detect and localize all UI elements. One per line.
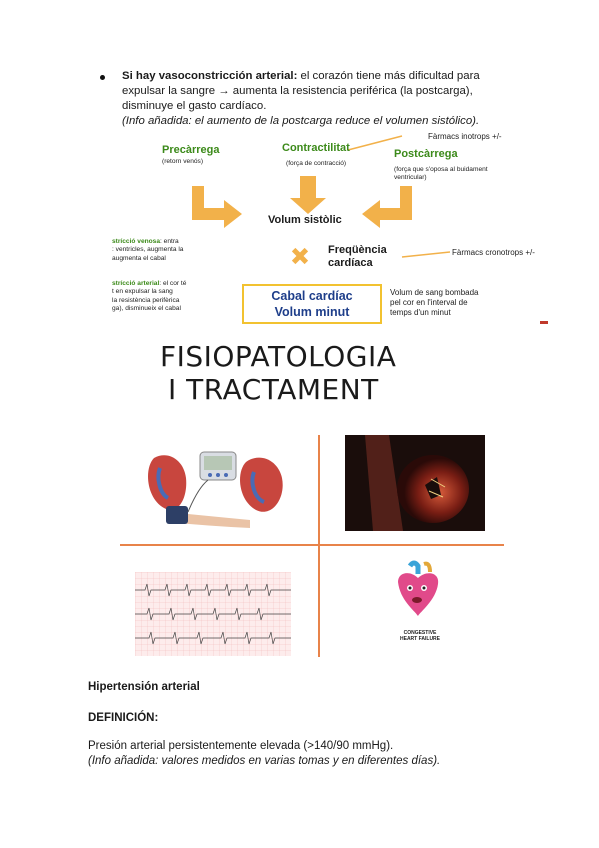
definition-label: DEFINICIÓN: [88, 712, 159, 724]
volum-sang-line2: pel cor en l'interval de [390, 298, 468, 307]
inotrop-pointer-line [347, 135, 403, 151]
bullet-paragraph: Si hay vasoconstricción arterial: el cor… [122, 69, 522, 129]
cuff-icon [166, 506, 188, 524]
chf-line2: HEART FAILURE [400, 636, 440, 642]
right-arrow [362, 186, 412, 228]
anatomical-heart-image [345, 435, 485, 531]
volum-sang-line3: temps d'un minut [390, 308, 451, 317]
blood-pressure-illustration [138, 438, 304, 530]
venosa-line2: : ventricles, augmenta la [112, 246, 184, 254]
vasoconstriccio-arterial-text: strícció arterial: el cor té t en expuls… [112, 280, 186, 314]
slide-title: FISIOPATOLOGIA I TRACTAMENT [160, 340, 396, 406]
bullet-note: (Info añadida: el aumento de la postcarg… [122, 115, 480, 127]
multiply-icon [291, 247, 309, 265]
bullet-dot [100, 75, 105, 80]
farmacs-cronotrops-label: Fàrmacs cronotrops +/- [452, 248, 535, 257]
volum-sang-line1: Volum de sang bombada [390, 288, 479, 297]
bullet-text: el corazón tiene más dificultad para exp… [122, 70, 480, 112]
arterial-line3: la resistència perifèrica [112, 296, 180, 304]
volum-sistolic-label: Volum sistòlic [268, 214, 342, 226]
precarrega-sub: (retorn venós) [162, 158, 204, 165]
section-heading: Hipertensión arterial [88, 681, 200, 693]
volum-sang-text: Volum de sang bombada pel cor en l'inter… [390, 288, 479, 318]
chf-label: CONGESTIVE HEART FAILURE [392, 630, 448, 642]
cronotrop-pointer-line [401, 251, 451, 258]
frequencia-cardiaca-label: Freqüència cardíaca [328, 244, 387, 270]
title-line1: FISIOPATOLOGIA [160, 340, 397, 373]
chf-line1: CONGESTIVE [403, 630, 437, 636]
congestive-heart-cartoon [398, 560, 439, 616]
bullet-lead: Si hay vasoconstricción arterial: [122, 70, 298, 82]
venosa-line3: augmenta el cabal [112, 254, 166, 262]
heart-face-icon [398, 573, 439, 616]
divider-horizontal [120, 544, 504, 546]
heart-right-icon [240, 457, 283, 512]
vasoconstriccio-venosa-text: strícció venosa: entra : ventricles, aug… [112, 238, 183, 263]
frequencia-line1: Freqüència [328, 244, 387, 256]
corner-mark [540, 321, 548, 324]
definition-text: Presión arterial persistentemente elevad… [88, 740, 394, 752]
arterial-line4: ga), disminueix el cabal [112, 305, 181, 313]
postcarrega-sub1: (força que s'oposa al buidament [394, 166, 488, 173]
precarrega-label: Precàrrega [162, 144, 220, 156]
title-line2: I TRACTAMENT [168, 373, 379, 406]
arterial-colon: : el cor té [159, 280, 187, 287]
divider-vertical [318, 435, 320, 657]
diagram-arrows [192, 135, 548, 324]
postcarrega-label: Postcàrrega [394, 148, 458, 160]
cabal-line1: Cabal cardíac [271, 289, 353, 303]
definition-note: (Info añadida: valores medidos en varias… [88, 755, 441, 767]
farmacs-inotrops-label: Fàrmacs inotrops +/- [428, 132, 502, 141]
arterial-line2: t en expulsar la sang [112, 288, 173, 296]
ecg-strip-image [135, 572, 291, 656]
contractilitat-sub: (força de contracció) [286, 160, 347, 167]
cabal-line2: Volum minut [274, 305, 350, 319]
contractilitat-label: Contractilitat [282, 142, 350, 154]
frequencia-line2: cardíaca [328, 257, 373, 269]
cardiac-output-diagram: Fàrmacs inotrops +/- Precàrrega (retorn … [112, 128, 548, 324]
arterial-head: strícció arterial [112, 280, 160, 287]
center-arrow [290, 176, 326, 214]
cabal-cardiac-box: Cabal cardíac Volum minut [242, 284, 382, 324]
arm-icon [168, 512, 250, 528]
venosa-colon: : entra [160, 238, 179, 245]
venosa-head: strícció venosa [112, 238, 161, 245]
left-arrow [192, 186, 242, 228]
postcarrega-sub2: ventricular) [394, 174, 427, 181]
